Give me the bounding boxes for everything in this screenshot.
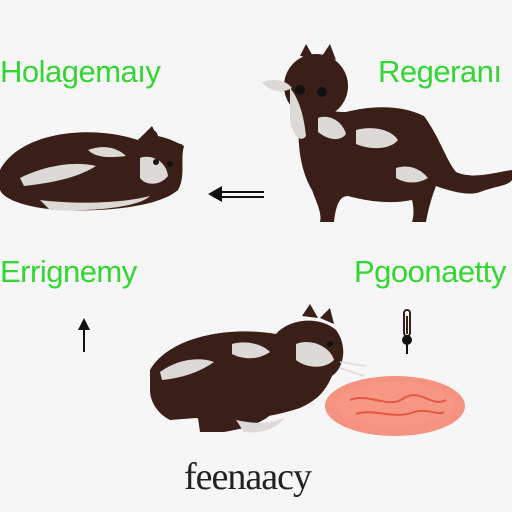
stage-label-top-right: Regeranı xyxy=(378,54,502,89)
thermometer-icon xyxy=(402,309,412,354)
standing-cat-illustration xyxy=(262,44,512,222)
eating-cat-illustration xyxy=(150,304,367,433)
stage-label-bottom: feenaacy xyxy=(184,456,312,498)
stage-label-top-left: Holagemaıy xyxy=(0,54,161,89)
stage-label-middle-right: Pgoonaetty xyxy=(354,254,506,289)
stage-label-middle-left: Errignemy xyxy=(0,254,137,289)
food-bowl-icon xyxy=(325,376,465,436)
arrow-left-icon xyxy=(208,186,264,202)
arrow-up-icon xyxy=(78,318,90,352)
lying-cat-illustration xyxy=(0,126,184,211)
